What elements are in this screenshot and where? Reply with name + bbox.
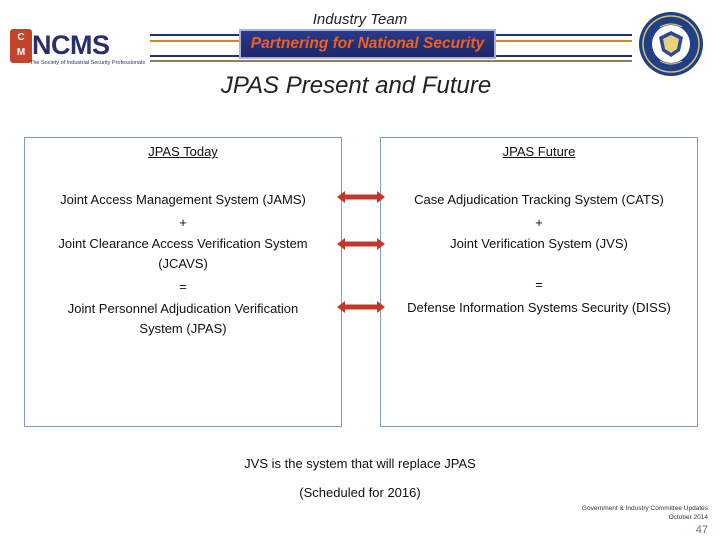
header-rule	[150, 60, 632, 62]
ncms-tagline: The Society of Industrial Security Profe…	[30, 60, 145, 66]
jpas-today-panel: JPAS Today Joint Access Management Syste…	[24, 137, 342, 427]
dss-seal-icon	[639, 12, 703, 76]
banner-text: Partnering for National Security	[250, 35, 485, 52]
panel-line: Defense Information Systems Security (DI…	[407, 300, 671, 315]
replacement-note: JVS is the system that will replace JPAS	[244, 456, 476, 471]
cm-letter-m: M	[16, 47, 26, 58]
panel-line: Case Adjudication Tracking System (CATS)	[414, 192, 664, 207]
schedule-note: (Scheduled for 2016)	[299, 485, 421, 500]
cm-letter-c: C	[17, 32, 25, 43]
panel-line: Joint Clearance Access Verification Syst…	[58, 236, 308, 251]
footer-date: October 2014	[668, 514, 708, 521]
jpas-future-panel: JPAS Future Case Adjudication Tracking S…	[380, 137, 698, 427]
page-number: 47	[695, 524, 708, 536]
panel-line: (JCAVS)	[158, 256, 208, 271]
team-label: Industry Team	[312, 11, 408, 28]
footer-title: Government & Industry Committee Updates	[581, 505, 708, 512]
panel-heading: JPAS Future	[502, 144, 576, 159]
panel-line: System (JPAS)	[139, 321, 227, 336]
panel-line: Joint Verification System (JVS)	[450, 236, 628, 251]
panel-line: =	[179, 279, 187, 294]
cm-badge	[10, 29, 32, 63]
slide-title: JPAS Present and Future	[220, 72, 492, 99]
double-arrow-icon	[337, 238, 385, 250]
panel-heading: JPAS Today	[148, 144, 218, 159]
panel-line: +	[535, 215, 543, 230]
panel-line: +	[179, 215, 187, 230]
partnering-banner: Partnering for National Security	[239, 29, 496, 59]
double-arrow-icon	[337, 191, 385, 203]
panel-line: Joint Access Management System (JAMS)	[60, 192, 306, 207]
ncms-logo-text: NCMS	[32, 30, 110, 60]
panel-line: Joint Personnel Adjudication Verificatio…	[67, 301, 299, 316]
cm-badge-letters: C M	[12, 30, 30, 60]
panel-line: =	[535, 277, 543, 292]
double-arrow-icon	[337, 301, 385, 313]
